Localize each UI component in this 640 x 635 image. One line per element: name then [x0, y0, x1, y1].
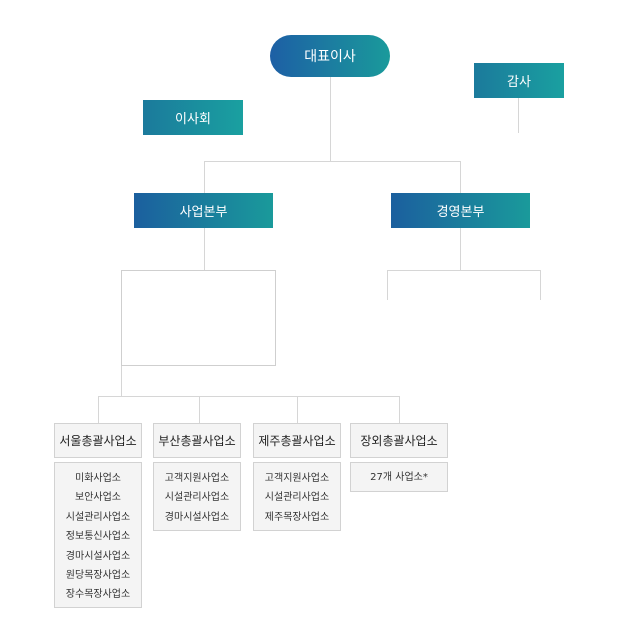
office-offtrack-list: 27개 사업소* [350, 462, 448, 492]
connector-management-down [460, 227, 461, 270]
office-jeju: 제주총괄사업소 [253, 423, 341, 458]
board-node: 이사회 [143, 100, 243, 135]
office-busan-list: 고객지원사업소 시설관리사업소 경마시설사업소 [153, 462, 241, 531]
office-seoul-list: 미화사업소 보안사업소 시설관리사업소 정보통신사업소 경마시설사업소 원당목장… [54, 462, 142, 608]
connector-management-up [460, 161, 461, 193]
connector-audit-down [518, 97, 519, 133]
connector-management-bar [387, 270, 541, 271]
connector-management-left [387, 270, 388, 300]
connector-ceo-down [330, 77, 331, 161]
management-division-node: 경영본부 [391, 193, 530, 228]
connector-business-up [204, 161, 205, 193]
list-item: 고객지원사업소 [264, 473, 330, 484]
list-item: 고객지원사업소 [164, 473, 230, 484]
list-item: 원당목장사업소 [65, 569, 131, 581]
connector-office-4 [399, 396, 400, 423]
connector-division-bar [204, 161, 461, 162]
connector-office-1 [98, 396, 99, 423]
list-item: 경마시설사업소 [164, 511, 230, 523]
connector-office-2 [199, 396, 200, 423]
connector-management-right [540, 270, 541, 300]
business-division-node: 사업본부 [134, 193, 273, 228]
business-subgroup-box [121, 270, 276, 366]
list-item: 시설관리사업소 [164, 492, 230, 504]
list-item: 경마시설사업소 [65, 550, 131, 562]
office-busan: 부산총괄사업소 [153, 423, 241, 458]
connector-business-down [204, 227, 205, 270]
list-item: 27개 사업소* [370, 472, 428, 483]
list-item: 정보통신사업소 [65, 531, 131, 543]
ceo-node: 대표이사 [270, 35, 390, 77]
connector-office-3 [297, 396, 298, 423]
connector-offices-bar [98, 396, 400, 397]
connector-offices-trunk [121, 366, 122, 396]
audit-node: 감사 [474, 63, 564, 98]
list-item: 장수목장사업소 [65, 589, 131, 601]
office-seoul: 서울총괄사업소 [54, 423, 142, 458]
list-item: 시설관리사업소 [65, 511, 131, 523]
office-jeju-list: 고객지원사업소 시설관리사업소 제주목장사업소 [253, 462, 341, 531]
list-item: 미화사업소 [75, 473, 121, 484]
list-item: 시설관리사업소 [264, 492, 330, 504]
list-item: 보안사업소 [75, 492, 121, 504]
list-item: 제주목장사업소 [264, 511, 330, 523]
office-offtrack: 장외총괄사업소 [350, 423, 448, 458]
